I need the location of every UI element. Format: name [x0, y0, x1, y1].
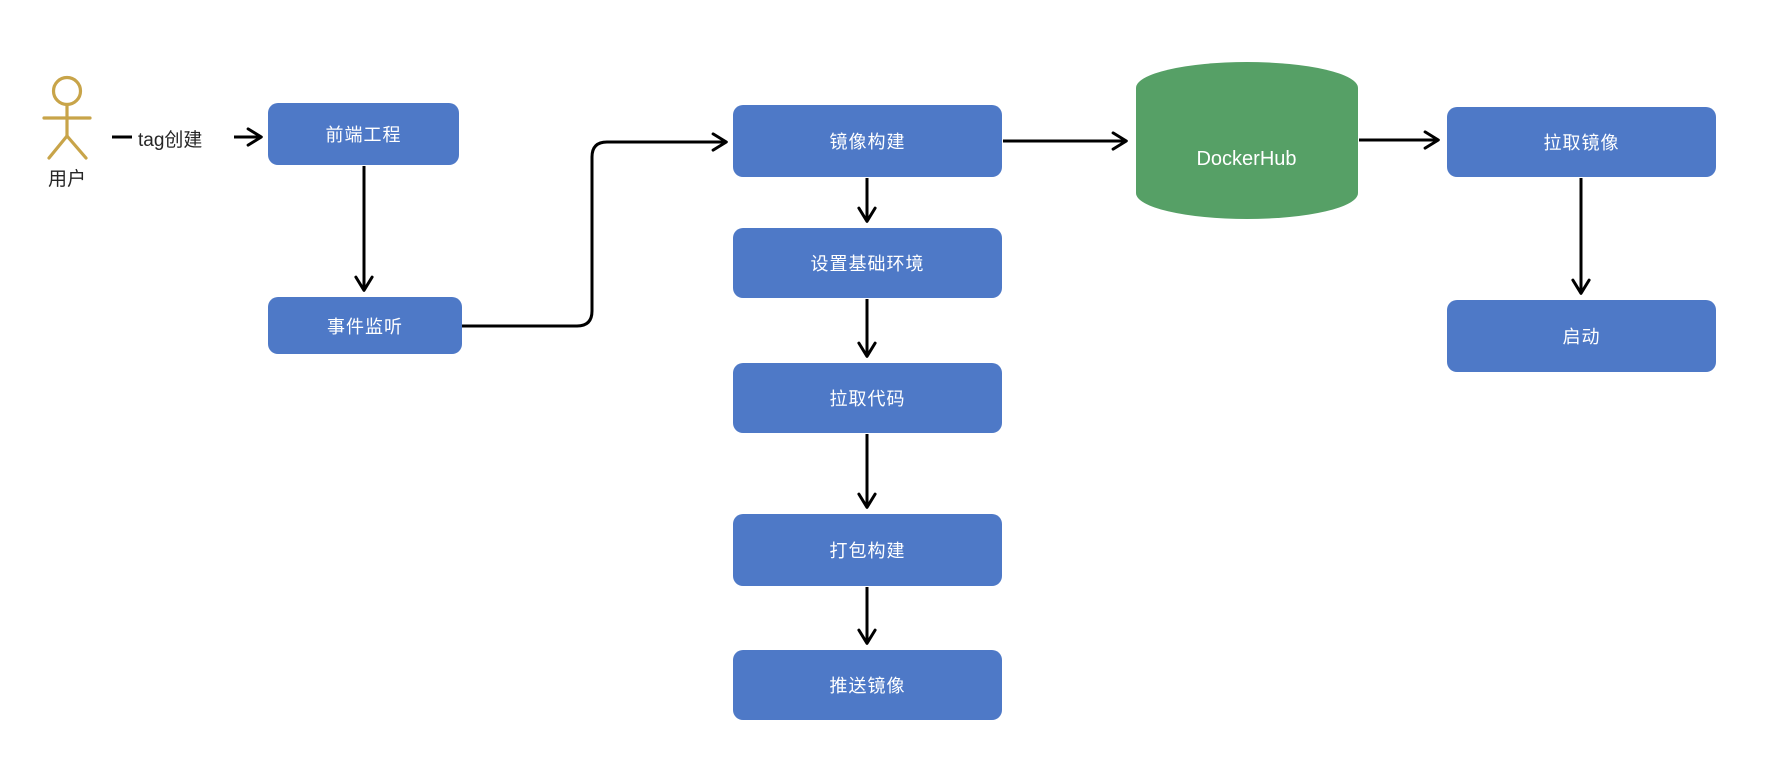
- node-setup-env-label: 设置基础环境: [810, 254, 925, 274]
- node-start-label: 启动: [1562, 327, 1601, 347]
- node-event-listener-label: 事件监听: [327, 316, 403, 337]
- node-dockerhub-label: DockerHub: [1196, 148, 1297, 170]
- edge-eventlistener-imagebuild: [462, 132, 728, 328]
- node-event-listener: 事件监听: [268, 297, 462, 354]
- node-image-build-label: 镜像构建: [829, 132, 906, 152]
- node-pull-image-label: 拉取镜像: [1543, 133, 1620, 153]
- node-frontend: 前端工程: [268, 103, 459, 165]
- dockerhub-cylinder-icon: [1136, 62, 1358, 219]
- node-package-build-label: 打包构建: [829, 541, 906, 561]
- node-start: 启动: [1447, 300, 1716, 372]
- node-push-image: 推送镜像: [733, 650, 1002, 720]
- actor-label: 用户: [47, 169, 86, 190]
- node-pull-image: 拉取镜像: [1447, 107, 1716, 177]
- node-setup-env: 设置基础环境: [733, 228, 1002, 298]
- user-actor-icon: [42, 75, 92, 160]
- edge-label-tag-create: tag创建: [138, 130, 203, 151]
- node-frontend-label: 前端工程: [325, 125, 402, 145]
- node-pull-code-label: 拉取代码: [829, 389, 906, 409]
- node-image-build: 镜像构建: [733, 105, 1002, 177]
- edges-group: [112, 127, 1591, 645]
- node-package-build: 打包构建: [733, 514, 1002, 586]
- node-push-image-label: 推送镜像: [829, 676, 906, 696]
- actor-right-leg: [65, 134, 88, 160]
- actor-left-leg: [47, 134, 69, 160]
- node-pull-code: 拉取代码: [733, 363, 1002, 433]
- actor-head: [51, 75, 83, 107]
